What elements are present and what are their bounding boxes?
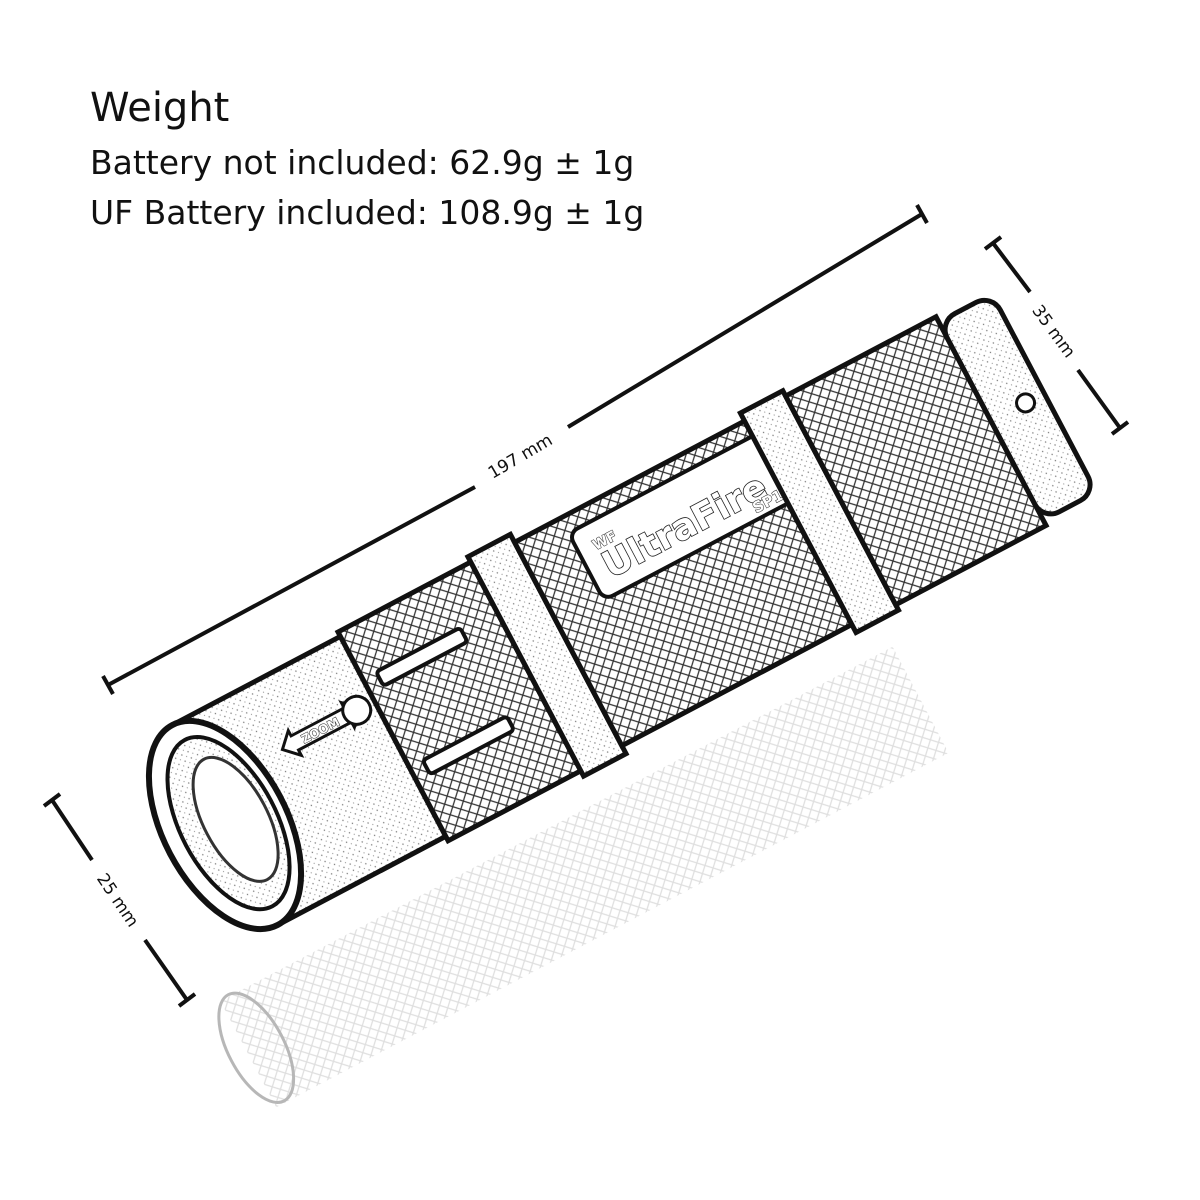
weight-with-battery: UF Battery included: 108.9g ± 1g bbox=[90, 193, 645, 232]
head-diameter-label: 25 mm bbox=[92, 870, 142, 931]
grip-slot bbox=[422, 715, 515, 776]
length-label: 197 mm bbox=[485, 430, 556, 483]
indicator-dot-icon bbox=[341, 694, 373, 726]
weight-spec-block: Weight Battery not included: 62.9g ± 1g … bbox=[90, 84, 644, 238]
weight-without-battery: Battery not included: 62.9g ± 1g bbox=[90, 143, 635, 182]
flashlight-reflection bbox=[217, 646, 949, 1108]
tail-diameter-label: 35 mm bbox=[1027, 301, 1079, 361]
grip-slot bbox=[375, 626, 469, 687]
lanyard-hole-icon bbox=[1015, 392, 1037, 414]
weight-title: Weight bbox=[90, 85, 230, 131]
lens-assembly bbox=[145, 717, 305, 933]
lens-glass bbox=[191, 755, 280, 883]
